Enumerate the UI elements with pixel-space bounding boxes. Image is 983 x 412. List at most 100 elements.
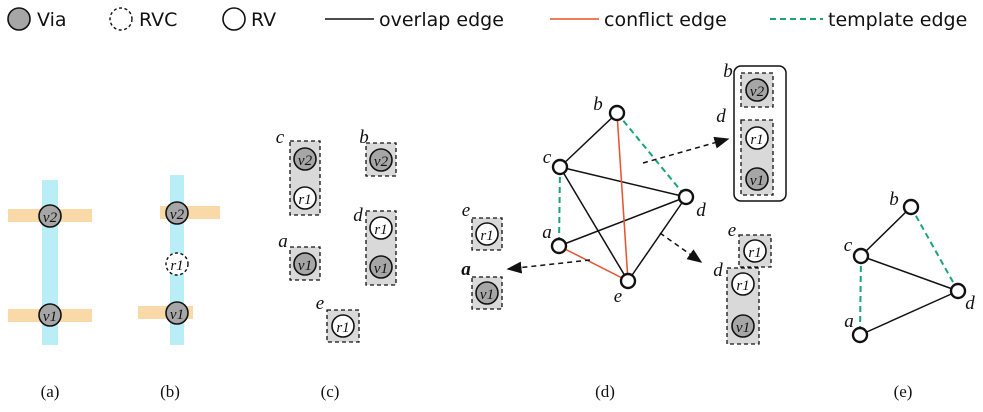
via-v2-label: v2	[750, 84, 765, 100]
node-c-label: c	[543, 147, 552, 168]
rv-r1	[293, 186, 317, 210]
overlap-edge-c-d	[860, 255, 959, 292]
node-c	[852, 247, 870, 265]
legend-rv-label: RV	[251, 9, 276, 31]
caption-b: (b)	[160, 382, 180, 401]
via-v1-label: v1	[43, 309, 57, 325]
node-a-label: a	[844, 311, 854, 332]
node-c-label: c	[844, 235, 853, 256]
arrow-to-merged-de	[659, 232, 703, 263]
via-v1-label: v1	[736, 320, 750, 336]
via-v1	[731, 314, 755, 338]
rvc-r1	[165, 252, 189, 276]
group-d-label: d	[353, 205, 363, 226]
overlap-edge-b-c	[860, 206, 912, 257]
node-a	[851, 326, 869, 344]
node-e	[619, 272, 637, 290]
node-a-label: a	[542, 222, 552, 243]
via-v1	[293, 252, 317, 276]
legend-via: Via	[7, 7, 67, 31]
rvc-r1-label: r1	[170, 258, 183, 274]
node-b	[608, 104, 626, 122]
arrow-to-merged-ea	[506, 259, 591, 274]
via-v2	[293, 147, 317, 171]
rv-r1	[731, 272, 755, 296]
via-v2-label: v2	[298, 153, 313, 169]
template-edge-c-a	[859, 255, 862, 336]
panel-b: v2 r1 v1 (b)	[138, 175, 220, 401]
template-edge-b-d	[616, 112, 687, 198]
via-v1	[369, 255, 393, 279]
legend-conflict: conflict edge	[550, 9, 727, 31]
rv-r1	[331, 314, 355, 338]
via-v1-label: v1	[374, 261, 388, 277]
node-c	[551, 158, 569, 176]
rvc-symbol-icon	[109, 7, 133, 31]
legend-rvc: RVC	[109, 7, 177, 31]
rv-r1	[369, 216, 393, 240]
legend-via-label: Via	[37, 9, 67, 31]
node-d	[677, 188, 695, 206]
caption-c: (c)	[321, 382, 340, 401]
conflict-edge-a-e	[558, 245, 629, 282]
arrow-to-merged-bd	[642, 136, 730, 164]
group-a-label: a	[278, 231, 288, 252]
rv-r1	[743, 239, 767, 263]
via-v2	[745, 78, 769, 102]
rv-r1	[745, 126, 769, 150]
via-symbol-icon	[7, 7, 31, 31]
via-v2-label: v2	[43, 210, 58, 226]
template-edge-b-d	[910, 206, 959, 292]
legend-template-label: template edge	[828, 9, 967, 31]
via-v1	[475, 281, 499, 305]
conflict-edge-b-e	[616, 112, 629, 282]
overlap-edge-c-d	[559, 166, 687, 198]
panel-c: c v2 r1 b v2 a v1 d r1 v1 e r1 (c)	[276, 127, 397, 401]
node-d-label: d	[696, 200, 706, 221]
via-v1-label: v1	[480, 287, 494, 303]
via-v1-label: v1	[170, 307, 184, 323]
overlap-edge-c-e	[559, 166, 629, 282]
via-v1-label: v1	[750, 173, 764, 189]
group-c-label: c	[276, 127, 285, 148]
via-v1	[38, 303, 62, 327]
via-v1-label: v1	[298, 258, 312, 274]
group-b-label: b	[359, 127, 369, 148]
rv-r1	[475, 222, 499, 246]
rv-r1-label: r1	[748, 245, 761, 261]
rv-r1-label: r1	[736, 278, 749, 294]
panel-a: v2 v1 (a)	[8, 180, 92, 401]
overlap-edge-b-c	[559, 112, 618, 168]
node-e-label: e	[614, 286, 622, 307]
legend-rv: RV	[222, 7, 276, 31]
overlap-edge-a-d	[558, 196, 687, 247]
legend-template: template edge	[770, 9, 967, 31]
via-v2	[38, 204, 62, 228]
via-v1	[745, 167, 769, 191]
rv-r1-label: r1	[750, 132, 763, 148]
rv-r1-label: r1	[480, 228, 493, 244]
rv-r1-label: r1	[374, 222, 387, 238]
panel-e: b c d a (e)	[844, 189, 975, 401]
node-b-label: b	[593, 94, 603, 115]
node-b	[902, 198, 920, 216]
caption-a: (a)	[41, 382, 60, 401]
legend-overlap-label: overlap edge	[379, 9, 504, 31]
node-b-label: b	[889, 189, 899, 210]
via-v2-label: v2	[374, 154, 389, 170]
via-v2-label: v2	[170, 207, 185, 223]
panel-d: b c d a e b v2 d r1 v1 e r1 d r1 v1 e r1…	[461, 61, 787, 401]
legend: Via RVC RV overlap edge conflict edge te…	[7, 7, 967, 31]
rv-symbol-icon	[222, 7, 246, 31]
legend-overlap: overlap edge	[325, 9, 504, 31]
rv-r1-label: r1	[336, 320, 349, 336]
via-v2	[165, 201, 189, 225]
group-e-label: e	[316, 293, 324, 314]
group-e-label: e	[462, 200, 470, 221]
rv-r1-label: r1	[298, 192, 311, 208]
overlap-edge-d-e	[627, 196, 687, 282]
group-a-label: a	[461, 259, 471, 280]
node-a	[550, 237, 568, 255]
legend-conflict-label: conflict edge	[604, 9, 727, 31]
